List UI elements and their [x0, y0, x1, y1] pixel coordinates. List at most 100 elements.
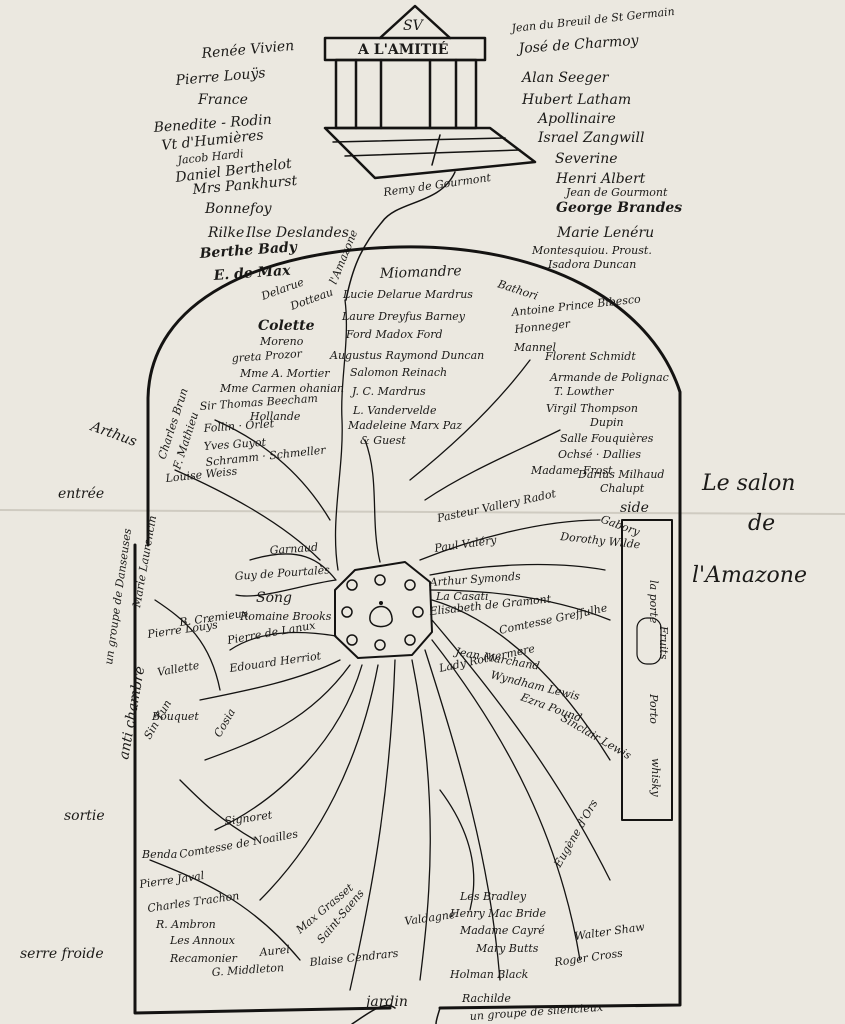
guest-name: Vallette [156, 659, 200, 679]
left-rail-names: Marie Laurencin Pierre Louÿs Vallette Si… [130, 515, 219, 742]
temple-badge: SV [403, 18, 425, 34]
dome-left-edge-names: Charles Brun F. Mathieu Arthus [87, 387, 201, 472]
guest-name: Madeleine Marx Paz [347, 419, 462, 432]
guest-name: Colette [258, 318, 315, 334]
guest-name: Valdagne [404, 908, 457, 928]
guest-name: Arthus [87, 418, 139, 450]
guest-name: Aurel [258, 943, 291, 959]
guest-name: G. Middleton [211, 961, 284, 979]
guest-name: Romaine Brooks [239, 610, 332, 623]
guest-name: Les Annoux [169, 934, 236, 947]
guest-name: Armande de Polignac [549, 371, 669, 384]
outside-right-name: Israel Zangwill [537, 130, 644, 146]
guest-name: Salle Fouquières [560, 432, 654, 445]
guest-name: Eugène d'Ors [551, 797, 601, 870]
room-labels: entrée anti chambre sortie serre froide … [20, 486, 649, 1023]
outside-right-name: Alan Seeger [520, 70, 610, 86]
paper-fold [0, 509, 845, 515]
outside-right-name: Montesquiou. Proust. [531, 244, 652, 257]
buffet-table [621, 519, 673, 821]
outside-right-name: Henri Albert [555, 171, 646, 187]
sortie-label: sortie [64, 808, 105, 824]
guest-name: Bouquet [151, 710, 199, 723]
outside-right-name: Apollinaire [536, 111, 616, 127]
guest-name: Charles Trachon [147, 889, 241, 915]
outside-right-name: George Brandes [556, 200, 682, 216]
outside-right-names: Jean du Breuil de St Germain José de Cha… [509, 5, 682, 271]
amitie-path [345, 171, 456, 301]
guest-streams [149, 299, 611, 991]
salon-left-names: Garnaud Guy de Pourtalès Song Romaine Br… [178, 541, 332, 828]
guest-name: Laure Dreyfus Barney [341, 310, 466, 323]
guest-name: R. Ambron [155, 918, 216, 931]
salon-outline [133, 245, 682, 1015]
guest-name: Yves Guyot [203, 436, 267, 453]
temple-a-lamitie: SV A L'AMITIÉ [323, 4, 537, 180]
guest-name: Bathori [495, 277, 539, 303]
garden-path [351, 1004, 396, 1024]
guest-name: Madame Cayré [459, 924, 545, 937]
outside-left-names: Renée Vivien Pierre Louÿs France Benedit… [152, 38, 349, 284]
guest-name: Darius Milhaud [577, 468, 664, 481]
buffet-labels: la porte Fruits Porto whisky [647, 580, 670, 797]
guest-name: Augustus Raymond Duncan [329, 349, 484, 362]
dome-center-names: Miomandre Lucie Delarue Mardrus Laure Dr… [329, 263, 484, 447]
guest-name: Walter Shaw [574, 920, 646, 943]
guest-name: Moreno [259, 335, 304, 348]
salon-center-right-names: Pasteur Vallery Radot Gabory Dorothy Wil… [428, 487, 642, 762]
guest-name: Dupin [589, 416, 624, 429]
buffet-label: Porto [647, 693, 660, 724]
guest-name: Song [256, 590, 292, 606]
guest-name: Mme Carmen ohanian [219, 382, 344, 395]
salon-title: Le salon de l'Amazone [692, 471, 807, 588]
guest-name: J. C. Mardrus [350, 385, 426, 398]
outside-right-name: Hubert Latham [521, 92, 631, 108]
guest-name: Lucie Delarue Mardrus [342, 288, 473, 301]
outside-left-name: Pierre Louÿs [174, 65, 266, 89]
side-label: side [620, 500, 649, 516]
guest-name: Pasteur Vallery Radot [435, 487, 558, 525]
guest-name: L. Vandervelde [352, 404, 437, 417]
guest-name: Madame Frost [530, 464, 613, 477]
guest-name: Holman Black [449, 968, 529, 981]
outside-left-name: Ilse Deslandes [245, 225, 349, 241]
buffet-label: la porte [647, 580, 660, 624]
guest-name: & Guest [360, 434, 406, 447]
entree-label: entrée [58, 486, 104, 502]
outside-right-name: Jean de Gourmont [564, 186, 668, 199]
guest-name: Les Bradley [459, 890, 527, 903]
guest-name: Guy de Pourtalès [234, 563, 330, 583]
guest-name: Miomandre [379, 263, 462, 282]
guest-name: Virgil Thompson [546, 402, 638, 415]
guest-name: Florent Schmidt [544, 350, 636, 363]
outside-right-name: Marie Lenéru [556, 225, 654, 241]
central-fountain [334, 561, 433, 659]
guest-name: Henry Mac Bride [449, 907, 547, 920]
salon-title-line: de [748, 511, 775, 536]
outside-left-name: Bonnefoy [204, 201, 273, 217]
guest-name: Hollande [249, 410, 301, 423]
outside-left-name: Berthe Bady [198, 239, 298, 262]
outside-right-name: Severine [555, 151, 618, 167]
guest-name: Blaise Cendrars [308, 947, 399, 969]
guest-name: Follin · Orlet [202, 417, 275, 435]
guest-name: Ford Madox Ford [345, 328, 443, 341]
guest-name: Comtesse de Noailles [178, 827, 299, 861]
outside-right-name: Isadora Duncan [547, 258, 636, 271]
salon-title-line: l'Amazone [692, 563, 807, 588]
dome-right-names: Bathori Antoine Prince Bibesco Honneger … [495, 277, 669, 495]
guest-name: Rachilde [461, 992, 511, 1005]
outside-right-name: Jean du Breuil de St Germain [509, 5, 675, 35]
anti-chambre-label: anti chambre [116, 665, 148, 761]
guest-name: Ochsé · Dallies [558, 448, 641, 461]
guest-name: Salomon Reinach [350, 366, 447, 379]
guest-name: Cosia [211, 706, 238, 739]
outside-left-name: Renée Vivien [200, 38, 295, 62]
guest-name: Chalupt [600, 482, 645, 495]
temple-title: A L'AMITIÉ [357, 40, 448, 58]
guest-name: Garnaud [269, 541, 318, 557]
guest-name: Recamonier [169, 952, 238, 965]
guest-name: Pierre Javal [138, 869, 206, 891]
guest-name: Honneger [513, 317, 571, 336]
